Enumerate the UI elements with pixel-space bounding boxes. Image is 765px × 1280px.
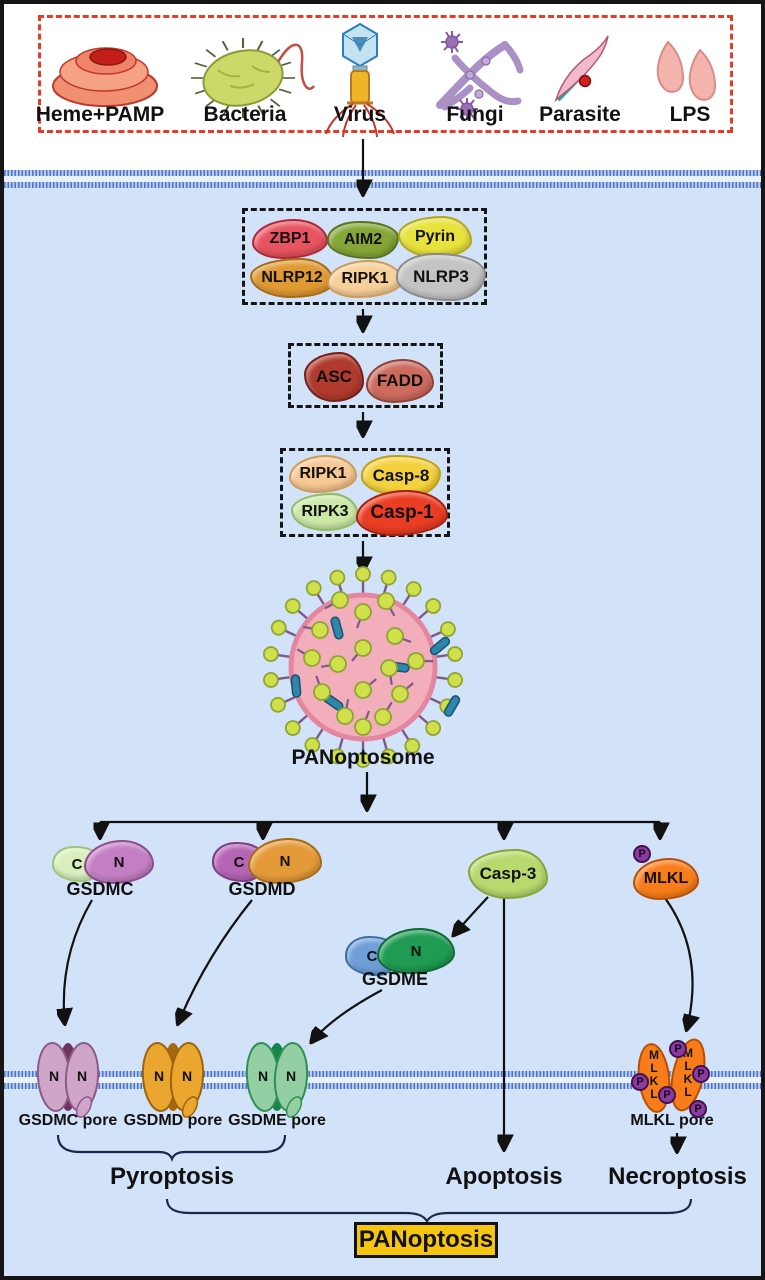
label-lps: LPS: [669, 103, 711, 126]
label-gsdme-pore: GSDME pore: [228, 1112, 326, 1129]
sensor-pyrin: Pyrin: [398, 216, 472, 258]
effector-ripk3: RIPK3: [291, 493, 359, 531]
gsdmc-complex: C N: [50, 838, 160, 884]
gsdmd-pore-n-left: N: [153, 1068, 165, 1084]
label-gsdme: GSDME: [361, 969, 428, 989]
phospho-badge: P: [689, 1100, 707, 1118]
stimuli-dashed-box: [38, 15, 733, 133]
virus-icon: [325, 22, 395, 138]
lps-icon: [656, 40, 717, 101]
sensor-nlrp12: NLRP12: [250, 258, 334, 298]
label-fungi: Fungi: [446, 103, 504, 126]
gsdme-complex: C N: [345, 928, 455, 976]
bacteria-icon: [189, 36, 315, 120]
plasma-membrane-bottom: [4, 1071, 761, 1089]
label-virus: Virus: [333, 103, 387, 126]
gsdme-pore-n-right: N: [285, 1068, 297, 1084]
gsdmc-pore-graphic: [36, 1042, 100, 1118]
gsdmc-pore-n-right: N: [76, 1068, 88, 1084]
effectors-dashed-box: [280, 448, 450, 537]
label-heme-pamp: Heme+PAMP: [35, 103, 165, 126]
fungi-icon: [436, 31, 524, 120]
gsdmd-pore-n-right: N: [181, 1068, 193, 1084]
gsdme-pore-n-left: N: [257, 1068, 269, 1084]
gsdmd-pore-graphic: [141, 1042, 205, 1118]
mlkl-pore-subunit-right: MLKL: [681, 1046, 695, 1098]
gsdmd-complex: C N: [212, 838, 322, 884]
adaptor-asc: ASC: [304, 352, 364, 402]
casp3-blob: Casp-3: [468, 849, 548, 899]
cascade-arrows: [64, 139, 693, 1154]
label-gsdmd: GSDMD: [228, 879, 296, 899]
plasma-membrane-top: [4, 170, 761, 188]
phospho-badge: P: [658, 1086, 676, 1104]
effector-casp1: Casp-1: [356, 490, 448, 536]
gsdmd-n-domain: N: [248, 838, 322, 884]
phospho-badge: P: [631, 1073, 649, 1091]
panoptosome-graphic: [261, 565, 465, 769]
phospho-badge: P: [669, 1040, 687, 1058]
gsdmc-pore-n-left: N: [48, 1068, 60, 1084]
gsdme-pore-graphic: [245, 1042, 309, 1118]
label-gsdmc-pore: GSDMC pore: [18, 1112, 118, 1129]
braces: [56, 1134, 693, 1223]
panoptosis-result-box: PANoptosis: [354, 1222, 498, 1258]
sensor-nlrp3: NLRP3: [396, 253, 486, 301]
effector-ripk1: RIPK1: [289, 455, 357, 493]
phospho-badge: P: [633, 845, 651, 863]
label-pyroptosis: Pyroptosis: [109, 1163, 235, 1190]
label-gsdmd-pore: GSDMD pore: [123, 1112, 223, 1129]
label-panoptosome: PANoptosome: [291, 746, 435, 769]
label-apoptosis: Apoptosis: [445, 1163, 563, 1190]
phospho-badge: P: [692, 1065, 710, 1083]
adaptors-dashed-box: [288, 343, 443, 408]
sensor-aim2: AIM2: [327, 221, 399, 259]
mlkl-pore-subunit-left: MLKL: [647, 1048, 661, 1100]
mlkl-blob: MLKL: [633, 858, 699, 900]
parasite-icon: [554, 35, 609, 103]
gsdmc-n-domain: N: [84, 840, 154, 884]
sensor-ripk1: RIPK1: [327, 260, 403, 298]
sensors-dashed-box: [242, 208, 487, 305]
label-necroptosis: Necroptosis: [608, 1163, 747, 1190]
adaptor-fadd: FADD: [366, 359, 434, 403]
label-gsdmc: GSDMC: [66, 879, 134, 899]
label-bacteria: Bacteria: [203, 103, 287, 126]
heme-icon: [52, 47, 158, 107]
gsdme-n-domain: N: [377, 928, 455, 974]
label-parasite: Parasite: [539, 103, 621, 126]
label-mlkl-pore: MLKL pore: [630, 1112, 714, 1129]
